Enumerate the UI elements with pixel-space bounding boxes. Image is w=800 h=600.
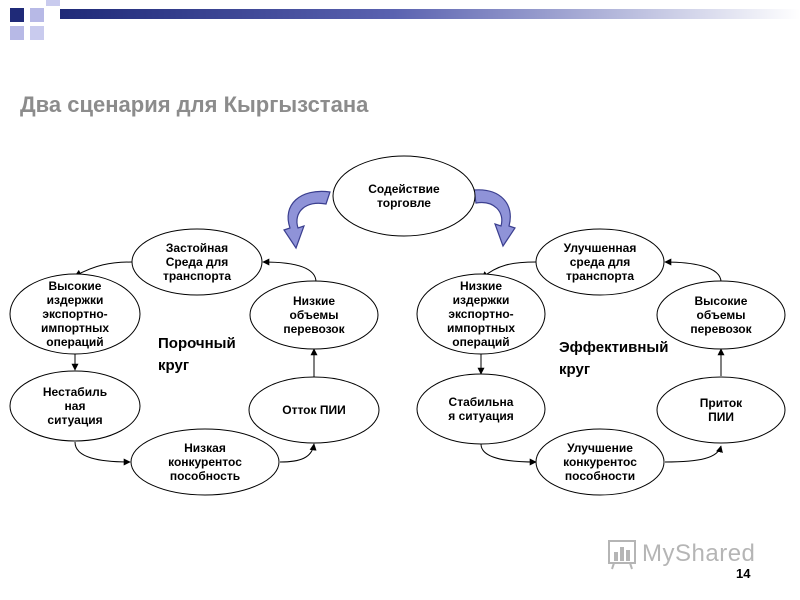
node-low-costs-text: операций [452, 335, 509, 349]
connector-left-konkurent-to-ottok [279, 443, 317, 463]
node-stagnant-transport-text: Среда для [166, 255, 229, 269]
node-low-costs-text: импортных [447, 321, 515, 335]
node-improved-transport-text: транспорта [566, 269, 634, 283]
slide-title: Два сценария для Кыргызстана [20, 92, 369, 117]
node-low-costs-text: Низкие [460, 279, 502, 293]
node-low-volumes-text: Низкие [293, 294, 335, 308]
node-trade-facilitation-text: торговле [377, 196, 431, 210]
watermark-text: MyShared [642, 540, 756, 567]
node-low-costs-text: экспортно- [448, 307, 513, 321]
node-stagnant-transport-text: Застойная [166, 241, 228, 255]
connector-right-obemy-to-uluchsh [664, 258, 722, 283]
connector-right-konkurent-to-pritok [664, 445, 723, 463]
node-improved-competitiveness-text: Улучшение [567, 441, 633, 455]
node-trade-facilitation-shape [332, 155, 476, 237]
node-improved-competitiveness-text: пособности [565, 469, 635, 483]
node-stable-situation-text: Стабильна [449, 395, 514, 409]
right-cycle-label: Эффективный круг [559, 339, 673, 378]
node-stable-situation-shape [416, 373, 546, 445]
node-unstable-situation-text: Нестабиль [43, 385, 107, 399]
node-fdi-outflow: Отток ПИИ [248, 376, 380, 444]
node-fdi-inflow-text: ПИИ [708, 410, 734, 424]
node-low-competitiveness-text: конкурентос [168, 455, 242, 469]
curved-arrow-left [283, 190, 331, 250]
node-unstable-situation-text: ситуация [47, 413, 102, 427]
connector-left-obemy-to-zastoy [262, 258, 317, 283]
header-square-lilac-2 [10, 26, 24, 40]
node-fdi-inflow-text: Приток [700, 396, 743, 410]
node-high-volumes-text: Высокие [695, 294, 748, 308]
node-stable-situation-text: я ситуация [448, 409, 514, 423]
node-fdi-outflow-text: Отток ПИИ [282, 403, 345, 417]
header-square-lilac-4 [46, 0, 60, 6]
header-square-navy [10, 8, 24, 22]
node-high-volumes-shape [656, 280, 786, 350]
node-stagnant-transport-text: транспорта [163, 269, 231, 283]
header-decoration [10, 0, 800, 40]
node-high-volumes-text: перевозок [690, 322, 752, 336]
node-high-costs-text: Высокие [49, 279, 102, 293]
connector-left-nestabil-to-konkurent [74, 441, 131, 466]
left-cycle-label-line: круг [158, 357, 189, 374]
node-low-competitiveness-text: пособность [170, 469, 240, 483]
right-cycle-label-line: Эффективный [559, 339, 668, 356]
node-high-volumes-text: объемы [697, 308, 746, 322]
header-square-lilac-3 [30, 26, 44, 40]
node-high-costs: Высокиеиздержкиэкспортно-импортныхоперац… [9, 273, 141, 355]
page-number: 14 [736, 566, 751, 581]
watermark-chart-icon [608, 540, 636, 570]
node-trade-facilitation-text: Содействие [368, 182, 440, 196]
node-improved-competitiveness-shape [535, 428, 665, 496]
node-improved-transport-shape [535, 228, 665, 296]
connector-right-stabil-to-konkurent [480, 443, 537, 466]
connector-left-zastoy-to-izderzhki [74, 261, 133, 277]
node-stagnant-transport-shape [131, 228, 263, 296]
node-low-volumes-shape [249, 280, 379, 350]
node-improved-transport-text: среда для [570, 255, 631, 269]
node-low-competitiveness-text: Низкая [184, 441, 226, 455]
node-high-costs-shape [9, 273, 141, 355]
node-high-costs-text: экспортно- [42, 307, 107, 321]
node-unstable-situation-text: ная [65, 399, 86, 413]
watermark-logo: MyShared [606, 536, 776, 570]
left-cycle-label: Порочный круг [158, 335, 240, 374]
node-improved-competitiveness-text: конкурентос [563, 455, 637, 469]
curved-arrows [283, 189, 516, 250]
header-square-lilac-1 [30, 8, 44, 22]
node-fdi-outflow-shape [248, 376, 380, 444]
node-high-costs-text: операций [46, 335, 103, 349]
node-high-costs-text: издержки [47, 293, 104, 307]
right-cycle-label-line: круг [559, 361, 590, 378]
node-low-competitiveness-shape [130, 428, 280, 496]
node-high-costs-text: импортных [41, 321, 109, 335]
node-low-volumes-text: объемы [290, 308, 339, 322]
node-improved-transport-text: Улучшенная [564, 241, 637, 255]
header-gradient-bar [60, 9, 800, 19]
node-low-costs-text: издержки [453, 293, 510, 307]
node-low-costs-shape [416, 273, 546, 355]
node-fdi-inflow-shape [656, 376, 786, 444]
node-low-costs: Низкиеиздержкиэкспортно-импортныхопераци… [416, 273, 546, 355]
node-low-volumes-text: перевозок [283, 322, 345, 336]
left-cycle-label-line: Порочный [158, 335, 236, 352]
node-unstable-situation-shape [9, 370, 141, 442]
curved-arrow-right [473, 189, 516, 248]
